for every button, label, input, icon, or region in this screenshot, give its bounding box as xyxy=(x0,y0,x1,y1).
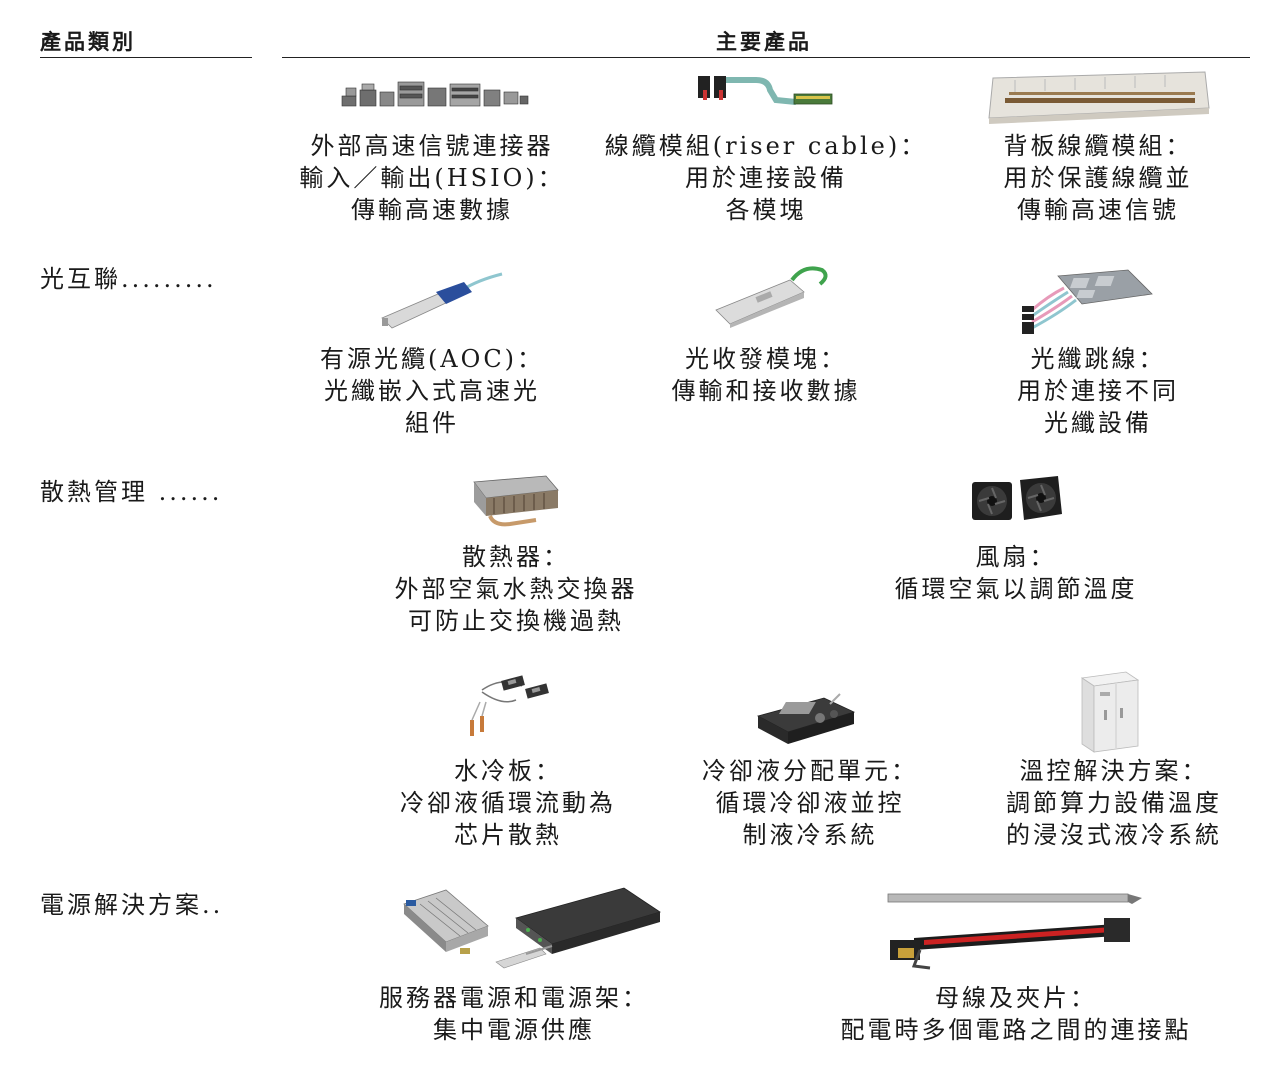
caption-line: 母線及夾片： xyxy=(935,984,1097,1012)
aoc-cable-icon xyxy=(381,272,503,329)
product-caption-fiber-jumper: 光纖跳線： 用於連接不同 光纖設備 xyxy=(1017,343,1179,439)
caption-line: 的浸沒式液冷系統 xyxy=(1006,821,1222,849)
product-caption-power-supply: 服務器電源和電源架： 集中電源供應 xyxy=(379,982,649,1046)
transceiver-icon xyxy=(715,266,828,328)
cold-plate-icon xyxy=(470,675,549,736)
caption-line: 冷卻液分配單元： xyxy=(702,757,918,785)
caption-line: 水冷板： xyxy=(454,757,562,785)
busbar-icon xyxy=(887,893,1142,970)
backplane-module-icon xyxy=(988,71,1210,124)
products-column-header: 主要產品 xyxy=(716,29,812,54)
product-caption-busbar: 母線及夾片： 配電時多個電路之間的連接點 xyxy=(841,982,1192,1046)
caption-line: 線纜模組(riser cable)： xyxy=(604,132,928,160)
fan-icon xyxy=(972,476,1062,520)
connectors-icon xyxy=(341,81,529,107)
product-caption-riser-cable: 線纜模組(riser cable)： 用於連接設備 各模塊 xyxy=(605,130,928,226)
caption-line: 光纖跳線： xyxy=(1030,345,1166,373)
cdu-icon xyxy=(756,693,856,744)
fiber-jumper-icon xyxy=(1022,269,1153,334)
category-thermal-management: 散熱管理 ...... xyxy=(40,478,223,506)
caption-line: 用於保護線纜並 xyxy=(1003,164,1193,192)
caption-line: 光收發模塊： xyxy=(685,345,847,373)
caption-line: 配電時多個電路之間的連接點 xyxy=(840,1016,1192,1044)
category-power-solutions: 電源解決方案.. xyxy=(40,891,224,919)
caption-line: 傳輸高速數據 xyxy=(350,196,513,224)
caption-line: 有源光纜(AOC)： xyxy=(319,345,545,373)
caption-line: 循環空氣以調節溫度 xyxy=(894,575,1138,603)
product-caption-cold-plate: 水冷板： 冷卻液循環流動為 芯片散熱 xyxy=(400,755,616,851)
caption-line: 風扇： xyxy=(975,543,1057,571)
caption-line: 光纖設備 xyxy=(1044,409,1152,437)
caption-line: 用於連接設備 xyxy=(685,164,847,192)
caption-line: 光纖嵌入式高速光 xyxy=(323,377,540,405)
caption-line: 傳輸高速信號 xyxy=(1017,196,1179,224)
power-supply-icon xyxy=(403,887,661,969)
caption-line: 循環冷卻液並控 xyxy=(715,789,905,817)
immersion-cabinet-icon xyxy=(1080,671,1140,753)
caption-line: 服務器電源和電源架： xyxy=(379,984,649,1012)
product-caption-immersion: 溫控解決方案： 調節算力設備溫度 的浸沒式液冷系統 xyxy=(1006,755,1222,851)
caption-line: 用於連接不同 xyxy=(1017,377,1179,405)
caption-line: 外部高速信號連接器 xyxy=(310,132,554,160)
product-caption-cdu: 冷卻液分配單元： 循環冷卻液並控 制液冷系統 xyxy=(702,755,918,851)
category-optical-interconnect: 光互聯......... xyxy=(40,265,217,293)
category-column-header: 產品類別 xyxy=(40,29,136,54)
caption-line: 背板線纜模組： xyxy=(1003,132,1193,160)
caption-line: 制液冷系統 xyxy=(742,821,878,849)
caption-line: 組件 xyxy=(404,409,459,437)
caption-line: 集中電源供應 xyxy=(433,1016,595,1044)
caption-line: 冷卻液循環流動為 xyxy=(400,789,616,817)
riser-cable-icon xyxy=(698,76,833,105)
caption-line: 散熱器： xyxy=(462,543,570,571)
caption-line: 可防止交換機過熱 xyxy=(408,607,624,635)
caption-line: 溫控解決方案： xyxy=(1019,757,1209,785)
product-caption-hsio: 外部高速信號連接器 輸入／輸出(HSIO)： 傳輸高速數據 xyxy=(299,130,564,226)
product-caption-aoc: 有源光纜(AOC)： 光纖嵌入式高速光 組件 xyxy=(320,343,544,439)
caption-line: 芯片散熱 xyxy=(454,821,562,849)
caption-line: 各模塊 xyxy=(725,196,807,224)
caption-line: 輸入／輸出(HSIO)： xyxy=(299,164,565,192)
heatsink-icon xyxy=(473,475,559,527)
product-caption-fan: 風扇： 循環空氣以調節溫度 xyxy=(895,541,1138,605)
product-caption-backplane: 背板線纜模組： 用於保護線纜並 傳輸高速信號 xyxy=(1004,130,1193,226)
caption-line: 調節算力設備溫度 xyxy=(1006,789,1222,817)
products-header-rule xyxy=(282,57,1250,58)
caption-line: 外部空氣水熱交換器 xyxy=(394,575,638,603)
product-caption-transceiver: 光收發模塊： 傳輸和接收數據 xyxy=(672,343,861,407)
caption-line: 傳輸和接收數據 xyxy=(671,377,861,405)
product-caption-heatsink: 散熱器： 外部空氣水熱交換器 可防止交換機過熱 xyxy=(395,541,638,637)
category-header-rule xyxy=(40,57,252,58)
